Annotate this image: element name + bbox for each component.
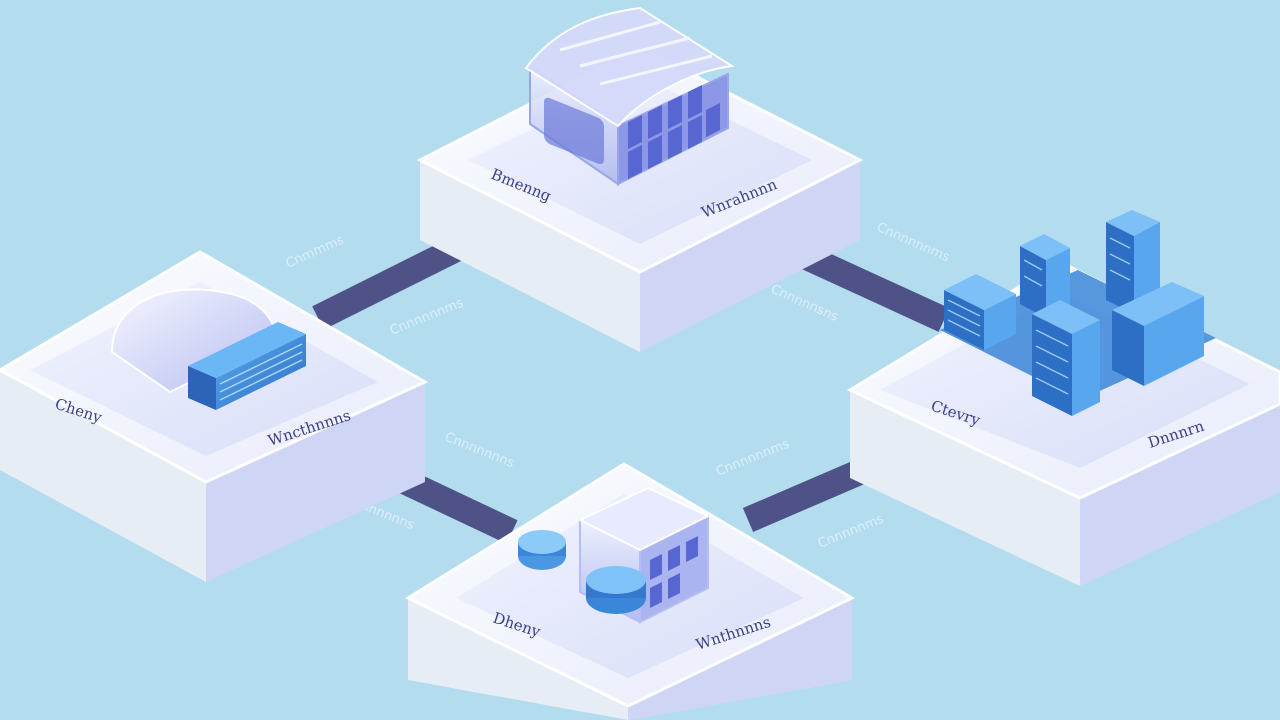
node-right[interactable]: Ctevry Dnnnrn — [846, 210, 1280, 586]
server-towers-icon — [940, 210, 1216, 416]
node-left[interactable]: Cheny Wncthnnns — [0, 250, 429, 582]
warehouse-server-icon — [110, 288, 306, 410]
ghost-label: Cnnnnnnns — [443, 430, 517, 472]
ghost-label: Cnnnnnms — [816, 512, 886, 552]
ghost-label: Cnnnnnsns — [768, 282, 840, 325]
ghost-label: Cnmmms — [284, 233, 347, 272]
storage-building-icon — [518, 486, 711, 624]
node-top[interactable]: Bmenng Wnrahnnn — [416, 6, 864, 352]
ghost-label: Cnnnnnnms — [874, 220, 952, 266]
ghost-label: Cnnnnnnms — [714, 437, 792, 480]
greenhouse-icon — [524, 6, 735, 186]
node-bottom[interactable]: Dheny Wnthnnns — [404, 462, 856, 720]
ghost-label: Cnnnnnnms — [388, 296, 466, 339]
